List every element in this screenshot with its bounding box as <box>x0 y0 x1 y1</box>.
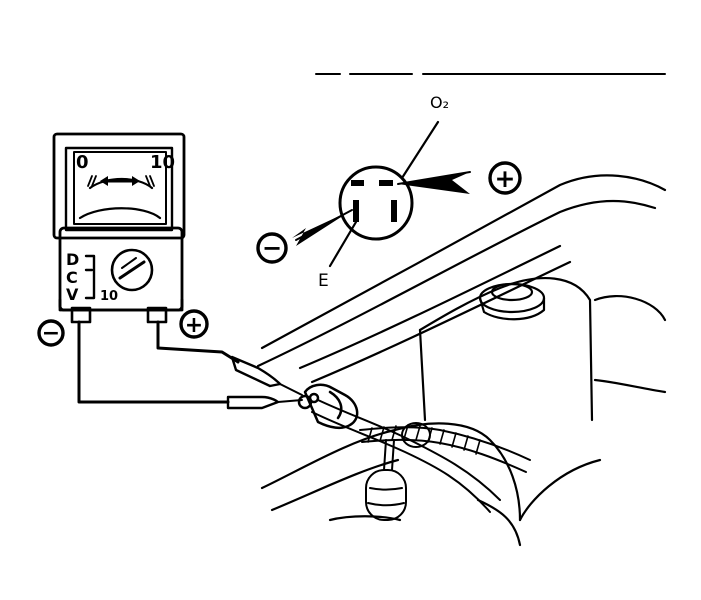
range-label: 10 <box>100 289 118 304</box>
mode-label-d: D <box>66 250 79 269</box>
e-pin-label: E <box>318 271 329 291</box>
scale-max-label: 10 <box>150 152 175 173</box>
o2-pin-label: O₂ <box>430 93 449 112</box>
sensor-connector <box>297 383 359 430</box>
voltmeter <box>52 132 186 324</box>
positive-terminal-symbol: + <box>179 309 209 339</box>
test-leads <box>77 320 303 410</box>
negative-terminal-symbol: − <box>37 319 65 347</box>
connector-face <box>292 120 471 268</box>
svg-text:−: − <box>262 234 282 262</box>
svg-text:+: + <box>495 164 516 193</box>
svg-text:+: + <box>185 313 203 338</box>
scale-min-label: 0 <box>76 152 89 173</box>
svg-text:−: − <box>42 321 60 346</box>
connector-negative-symbol: − <box>256 232 288 264</box>
connector-positive-symbol: + <box>488 161 522 195</box>
wiring-harness <box>311 399 531 521</box>
mode-label-v: V <box>66 285 79 304</box>
mode-label-c: C <box>66 268 78 287</box>
